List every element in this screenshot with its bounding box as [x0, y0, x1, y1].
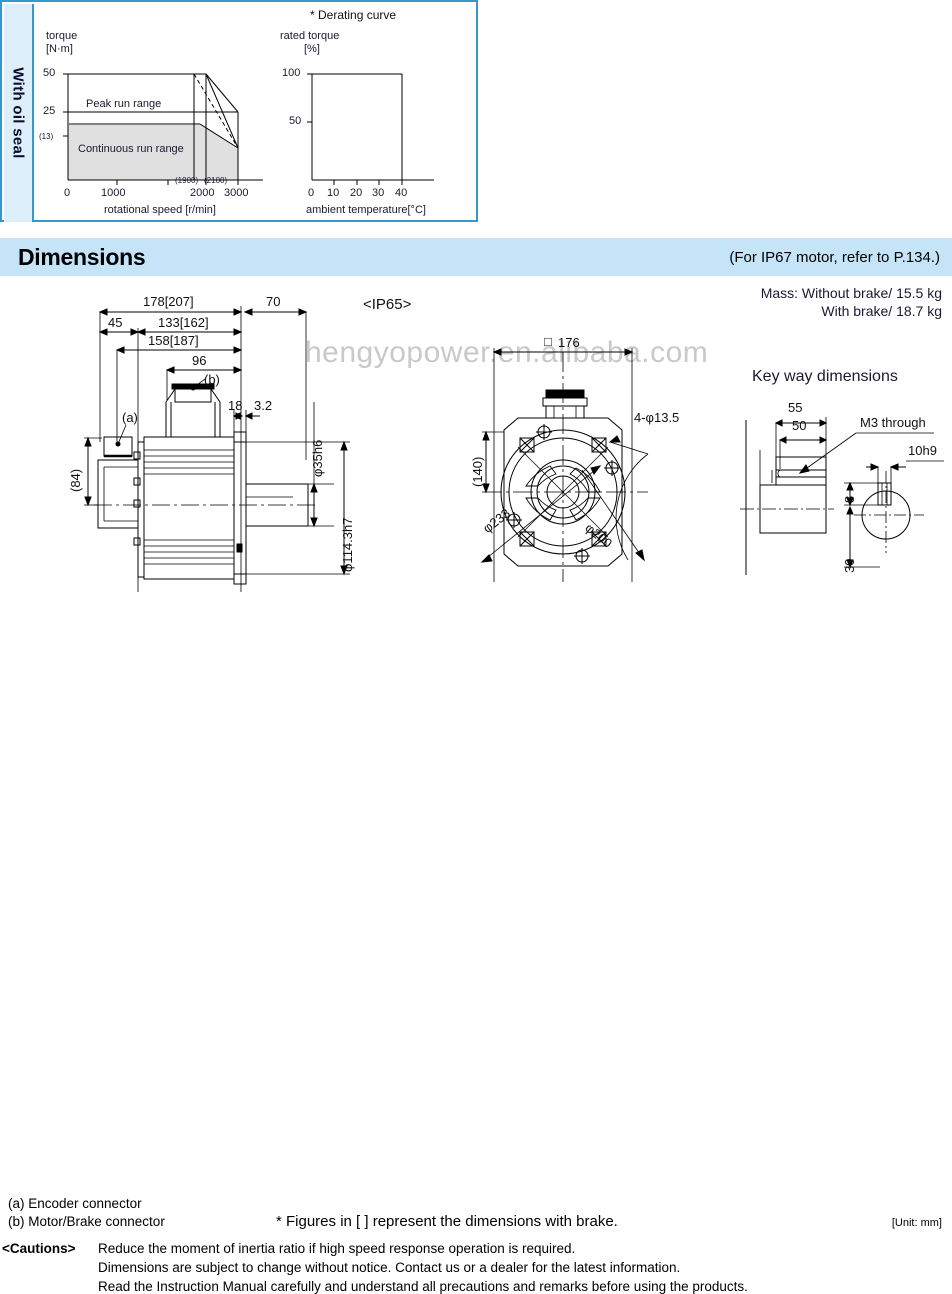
characteristics-panel: With oil seal * Derating curve torque [N…	[0, 0, 478, 222]
brake-figures-note: * Figures in [ ] represent the dimension…	[276, 1213, 618, 1230]
with-oil-seal-band: With oil seal	[4, 4, 34, 222]
torque-ytick-13: (13)	[39, 132, 54, 141]
derating-xtick-10: 10	[327, 187, 340, 199]
rated-torque-axis-label: rated torque	[280, 30, 340, 42]
cautions-label: <Cautions>	[2, 1241, 76, 1256]
dim-8: 8	[842, 495, 857, 503]
dim-133-162: 133[162]	[158, 315, 209, 330]
with-oil-seal-label: With oil seal	[9, 67, 27, 159]
derating-xtick-20: 20	[350, 187, 363, 199]
dim-176: 176	[558, 335, 580, 350]
dim-140: (140)	[470, 456, 485, 487]
callout-b: (b)	[204, 372, 220, 387]
dim-50: 50	[792, 418, 807, 433]
mass-without-brake: Mass: Without brake/ 15.5 kg	[760, 285, 942, 301]
dim-84: (84)	[68, 468, 83, 492]
torque-axis-unit: [N·m]	[46, 43, 73, 55]
speed-callout-1900: (1900)	[175, 176, 199, 185]
speed-xtick-1000: 1000	[101, 187, 126, 199]
dim-45: 45	[108, 315, 123, 330]
footnotes-block: (a) Encoder connector (b) Motor/Brake co…	[0, 596, 952, 1294]
dimensions-title: Dimensions	[18, 244, 146, 270]
speed-xtick-2000: 2000	[190, 187, 215, 199]
keyway-drawing	[740, 417, 944, 575]
unit-note: [Unit: mm]	[891, 1217, 942, 1229]
dim-55: 55	[788, 400, 803, 415]
derating-xtick-40: 40	[395, 187, 408, 199]
ip67-reference-note: (For IP67 motor, refer to P.134.)	[729, 249, 940, 266]
derating-ytick-100: 100	[282, 67, 301, 79]
motor-front-view-drawing	[480, 348, 649, 582]
dimensions-header-bar	[0, 238, 952, 276]
dim-178-207: 178[207]	[143, 294, 194, 309]
motor-side-view: 178[207] 70 45 133[162] 158[187] 96 18 3…	[38, 292, 368, 592]
dim-158-187: 158[187]	[148, 333, 199, 348]
speed-xtick-3000: 3000	[224, 187, 249, 199]
derating-ytick-50: 50	[289, 115, 302, 127]
dim-phi35h6: φ35h6	[310, 439, 325, 477]
derating-curve-title: * Derating curve	[310, 8, 397, 22]
dim-10h9: 10h9	[908, 443, 937, 458]
torque-ytick-25: 25	[43, 105, 56, 117]
continuous-run-range-label: Continuous run range	[78, 143, 184, 155]
ambient-temperature-axis-label: ambient temperature[°C]	[306, 204, 426, 216]
legend-encoder-connector: (a) Encoder connector	[8, 1196, 142, 1211]
peak-run-range-label: Peak run range	[86, 98, 162, 110]
callout-a: (a)	[122, 410, 138, 425]
m3-through-label: M3 through	[860, 415, 926, 430]
mass-with-brake: With brake/ 18.7 kg	[821, 303, 942, 319]
caution-line-1: Reduce the moment of inertia ratio if hi…	[98, 1241, 576, 1256]
torque-axis-label: torque	[46, 30, 78, 42]
derating-xtick-0: 0	[308, 187, 315, 199]
dim-70: 70	[266, 294, 281, 309]
keyway-view: 55 50 M3 through 8 30 10h9	[738, 395, 948, 585]
motor-front-view: □ 176 (140) 4-φ13.5 φ233 φ200	[452, 292, 712, 592]
torque-speed-plot	[63, 73, 263, 185]
rated-torque-axis-unit: [%]	[304, 43, 320, 55]
speed-xtick-0: 0	[64, 187, 71, 199]
dim-18: 18	[228, 398, 243, 413]
dim-96: 96	[192, 353, 207, 368]
caution-line-2: Dimensions are subject to change without…	[98, 1260, 681, 1275]
derating-plot	[307, 73, 434, 185]
speed-axis-label: rotational speed [r/min]	[104, 204, 216, 216]
dim-3-2: 3.2	[254, 398, 273, 413]
key-way-dimensions-title: Key way dimensions	[752, 368, 898, 385]
torque-ytick-50: 50	[43, 67, 56, 79]
legend-motor-brake-connector: (b) Motor/Brake connector	[8, 1214, 165, 1229]
dim-square-symbol: □	[544, 334, 552, 349]
derating-xtick-30: 30	[372, 187, 385, 199]
ip65-label: <IP65>	[363, 296, 412, 313]
speed-callout-2100: (2100)	[204, 176, 228, 185]
motor-side-view-drawing	[84, 306, 350, 592]
dim-30: 30	[842, 558, 857, 573]
caution-line-3: Read the Instruction Manual carefully an…	[98, 1279, 748, 1294]
dim-4-phi13-5: 4-φ13.5	[634, 410, 680, 425]
dim-phi114-3h7: φ114.3h7	[340, 517, 355, 572]
